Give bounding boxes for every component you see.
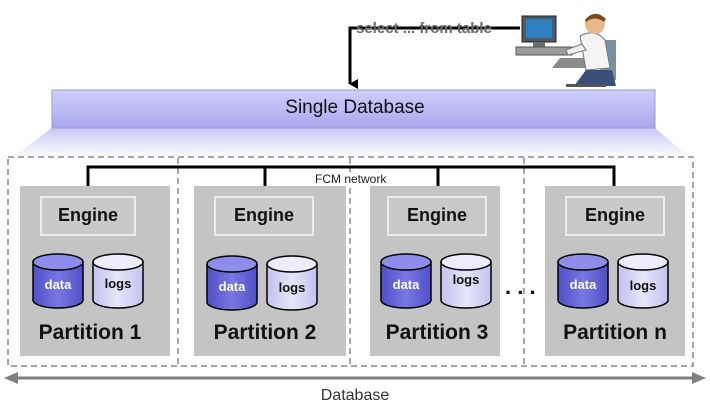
logs-label-3: logs [452,272,480,287]
partition-ellipsis: . . . [505,274,536,299]
logs-cylinder-3 [440,253,492,309]
fcm-network-bus [86,165,616,186]
database-fan [12,128,690,158]
partition-label-3: Partition 3 [385,321,489,344]
logs-cylinder-1 [92,253,144,309]
query-arrow [348,26,520,89]
partition-label-n: Partition n [563,321,667,344]
engine-label-n: Engine [584,205,645,225]
logs-label-n: logs [629,278,657,293]
logs-cylinder-n [617,253,669,309]
engine-label-1: Engine [57,205,118,225]
data-cylinder-3 [380,253,432,309]
engine-box-2 [214,196,314,236]
query-label: select ... from table [356,20,492,37]
data-cylinder-1 [32,253,84,309]
single-database-bar [51,89,656,129]
data-label-1: data [44,277,72,292]
user-at-computer-icon [515,13,616,87]
engine-box-1 [40,196,136,236]
engine-label-3: Engine [406,205,467,225]
data-label-3: data [392,277,420,292]
database-label: Database [320,387,390,404]
engine-box-3 [387,196,487,236]
partition-label-2: Partition 2 [213,321,317,344]
partition-label-1: Partition 1 [38,321,142,344]
engine-box-n [565,196,665,236]
logs-label-1: logs [104,276,132,291]
data-cylinder-n [557,253,609,309]
data-label-n: data [569,277,597,292]
partitions-container [7,156,694,367]
single-database-label: Single Database [285,97,425,118]
logs-cylinder-2 [266,255,318,311]
data-cylinder-2 [206,255,258,311]
engine-label-2: Engine [233,205,294,225]
database-span-arrow [4,372,706,384]
data-label-2: data [218,279,246,294]
fcm-network-label: FCM network [313,172,389,186]
logs-label-2: logs [278,280,306,295]
